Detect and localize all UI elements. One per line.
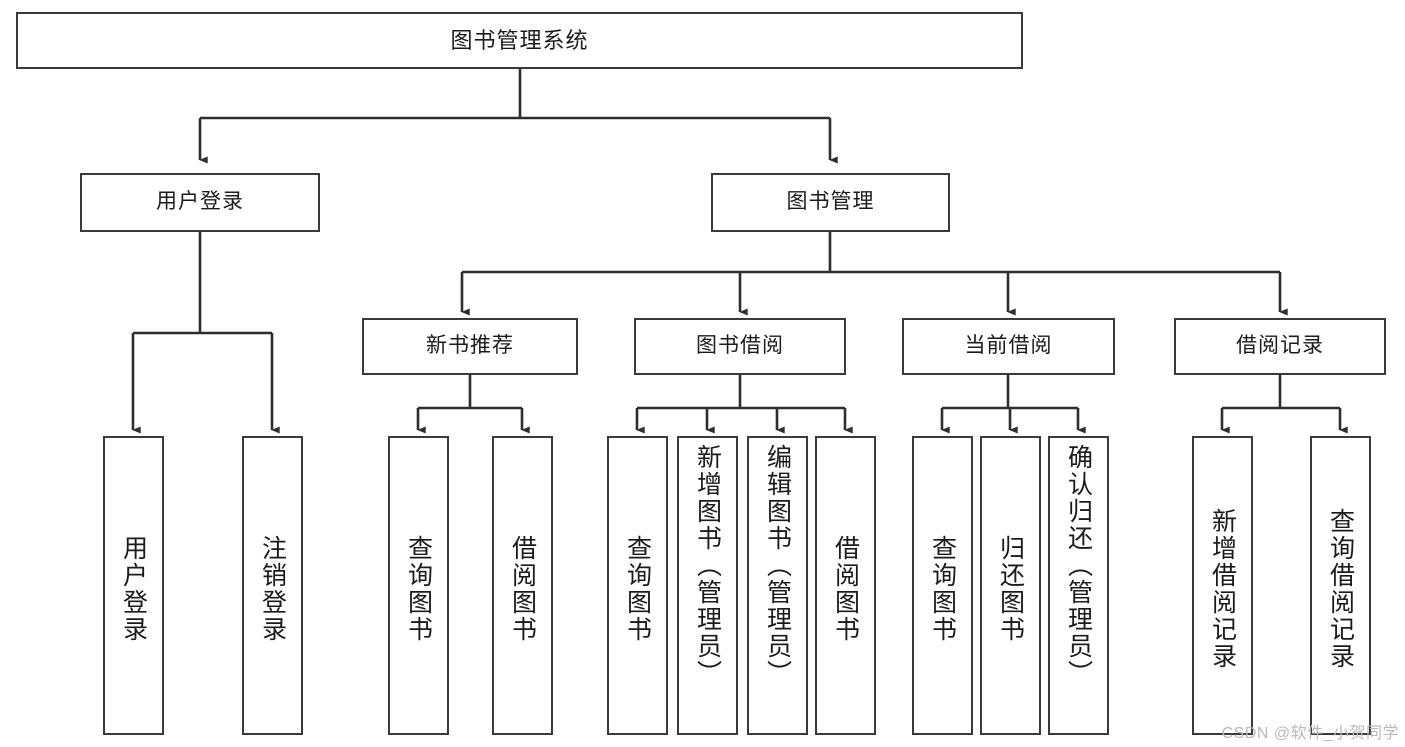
node-label: 查询图书 bbox=[404, 534, 433, 643]
node-root-system[interactable]: 图书管理系统 bbox=[16, 12, 1023, 69]
leaf-edit-book-admin[interactable]: 编辑图书（管理员） bbox=[747, 436, 808, 735]
node-user-login[interactable]: 用户登录 bbox=[80, 173, 320, 232]
node-label: 图书管理 bbox=[786, 190, 875, 214]
node-label: 确认归还（管理员） bbox=[1064, 444, 1093, 687]
node-label: 用户登录 bbox=[156, 190, 244, 214]
node-borrow-record[interactable]: 借阅记录 bbox=[1174, 318, 1386, 375]
node-label: 查询借阅记录 bbox=[1326, 507, 1355, 670]
node-label: 查询图书 bbox=[928, 534, 957, 643]
node-label: 编辑图书（管理员） bbox=[763, 444, 792, 687]
node-book-management[interactable]: 图书管理 bbox=[711, 173, 950, 232]
node-book-borrow[interactable]: 图书借阅 bbox=[634, 318, 846, 375]
leaf-return-book[interactable]: 归还图书 bbox=[980, 436, 1041, 735]
node-current-borrow[interactable]: 当前借阅 bbox=[902, 318, 1115, 375]
leaf-query-book-borrow[interactable]: 查询图书 bbox=[607, 436, 668, 735]
leaf-query-book-current[interactable]: 查询图书 bbox=[912, 436, 973, 735]
node-label: 借阅记录 bbox=[1236, 334, 1324, 358]
leaf-confirm-return-admin[interactable]: 确认归还（管理员） bbox=[1048, 436, 1109, 735]
node-label: 新书推荐 bbox=[426, 334, 514, 358]
leaf-add-book-admin[interactable]: 新增图书（管理员） bbox=[677, 436, 738, 735]
leaf-query-book-newbook[interactable]: 查询图书 bbox=[388, 436, 449, 735]
leaf-borrow-book[interactable]: 借阅图书 bbox=[815, 436, 876, 735]
node-label: 图书借阅 bbox=[696, 334, 784, 358]
leaf-borrow-book-newbook[interactable]: 借阅图书 bbox=[492, 436, 553, 735]
leaf-add-borrow-record[interactable]: 新增借阅记录 bbox=[1192, 436, 1253, 735]
leaf-user-login[interactable]: 用户登录 bbox=[103, 436, 164, 735]
node-label: 查询图书 bbox=[623, 534, 652, 643]
node-label: 新增图书（管理员） bbox=[693, 444, 722, 687]
node-label: 当前借阅 bbox=[964, 334, 1053, 358]
node-label: 注销登录 bbox=[258, 534, 287, 643]
leaf-query-borrow-record[interactable]: 查询借阅记录 bbox=[1310, 436, 1371, 735]
node-label: 借阅图书 bbox=[831, 534, 860, 643]
leaf-logout[interactable]: 注销登录 bbox=[242, 436, 303, 735]
node-label: 新增借阅记录 bbox=[1208, 507, 1237, 670]
node-label: 用户登录 bbox=[119, 534, 148, 643]
node-label: 借阅图书 bbox=[508, 534, 537, 643]
node-new-book-recommend[interactable]: 新书推荐 bbox=[362, 318, 578, 375]
node-label: 图书管理系统 bbox=[450, 27, 589, 53]
node-label: 归还图书 bbox=[996, 534, 1025, 643]
